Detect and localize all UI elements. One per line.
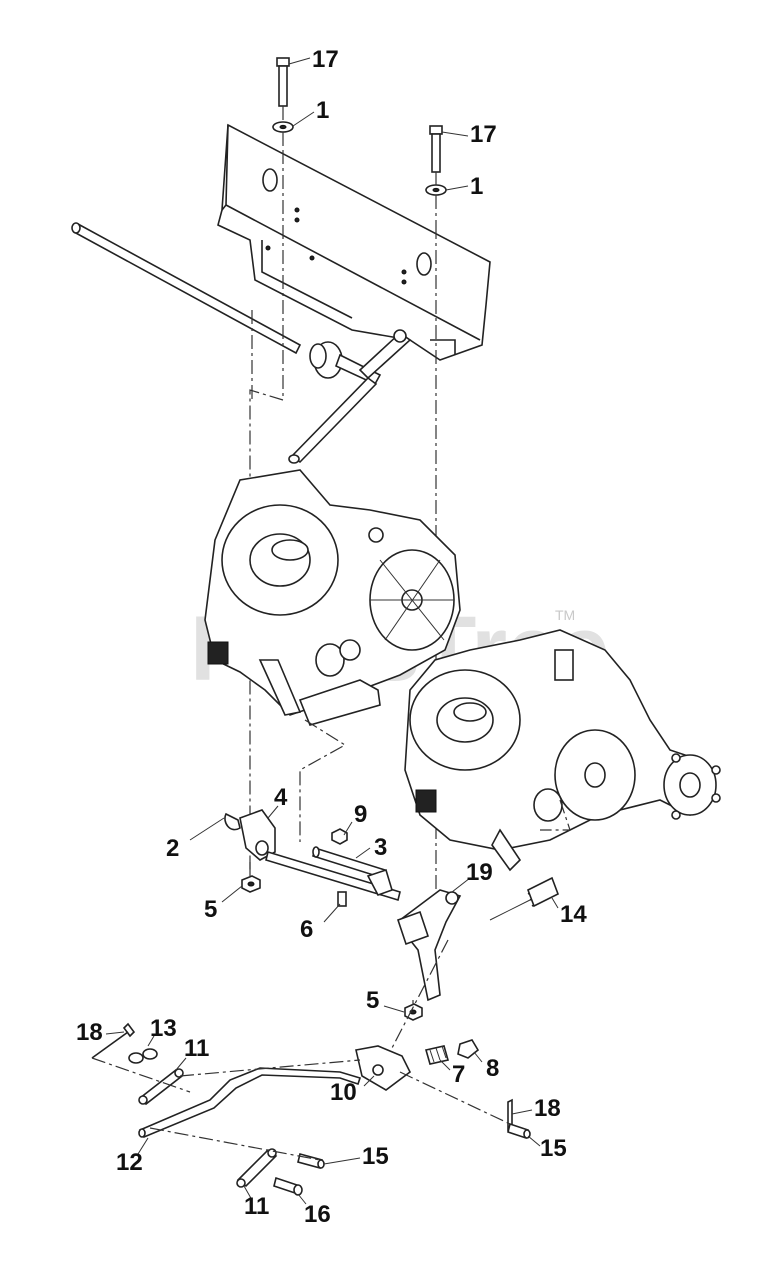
arm-19 <box>396 889 462 1002</box>
callout-14: 14 <box>560 901 587 928</box>
callout-4: 4 <box>274 784 288 811</box>
shaft-3 <box>265 846 401 902</box>
washers-13 <box>128 1048 158 1064</box>
washer-1-right <box>425 184 447 196</box>
nut-5-upper <box>241 875 261 893</box>
cross-shaft <box>71 222 412 464</box>
callout-12: 12 <box>116 1149 143 1176</box>
bolt-17-left <box>276 57 290 107</box>
callout-3: 3 <box>374 834 387 861</box>
link-11-lower <box>236 1148 278 1188</box>
pin-6 <box>337 891 347 907</box>
transaxle-left <box>204 469 461 842</box>
callout-18: 18 <box>534 1095 561 1122</box>
callout-18: 18 <box>76 1019 103 1046</box>
link-11-upper <box>138 1068 184 1106</box>
spring-14 <box>489 876 560 921</box>
callout-13: 13 <box>150 1015 177 1042</box>
leader-lines <box>105 57 559 1205</box>
callout-17: 17 <box>312 46 339 73</box>
callout-10: 10 <box>330 1079 357 1106</box>
nut-8 <box>457 1039 480 1059</box>
callout-5: 5 <box>204 896 217 923</box>
callout-labels: 17 1 17 1 4 9 2 3 19 5 6 14 5 18 13 11 7… <box>76 46 587 1228</box>
callout-2: 2 <box>166 835 179 862</box>
callout-11: 11 <box>184 1035 209 1062</box>
callout-1: 1 <box>470 173 483 200</box>
clip-2 <box>224 812 241 831</box>
callout-17: 17 <box>470 121 497 148</box>
bracket-4 <box>239 809 276 861</box>
pin-15-right <box>507 1122 531 1140</box>
washer-1-left <box>272 121 294 133</box>
callout-6: 6 <box>300 916 313 943</box>
nut-9 <box>331 828 348 845</box>
transaxle-right <box>404 629 721 872</box>
callout-8: 8 <box>486 1055 499 1082</box>
rod-12 <box>138 1067 362 1139</box>
callout-15: 15 <box>540 1135 567 1162</box>
callout-11: 11 <box>244 1193 269 1220</box>
frame-bracket <box>217 123 491 361</box>
callout-19: 19 <box>466 859 493 886</box>
bracket-10 <box>355 1045 412 1091</box>
callout-1: 1 <box>316 97 329 124</box>
bolt-17-right <box>429 125 443 173</box>
callout-5: 5 <box>366 987 379 1014</box>
pin-18-left <box>91 1022 136 1059</box>
callout-16: 16 <box>304 1201 331 1228</box>
callout-7: 7 <box>452 1061 465 1088</box>
spring-7 <box>424 1045 450 1065</box>
callout-15: 15 <box>362 1143 389 1170</box>
callout-9: 9 <box>354 801 367 828</box>
watermark-tm: TM <box>555 607 575 623</box>
pin-16 <box>273 1176 303 1196</box>
